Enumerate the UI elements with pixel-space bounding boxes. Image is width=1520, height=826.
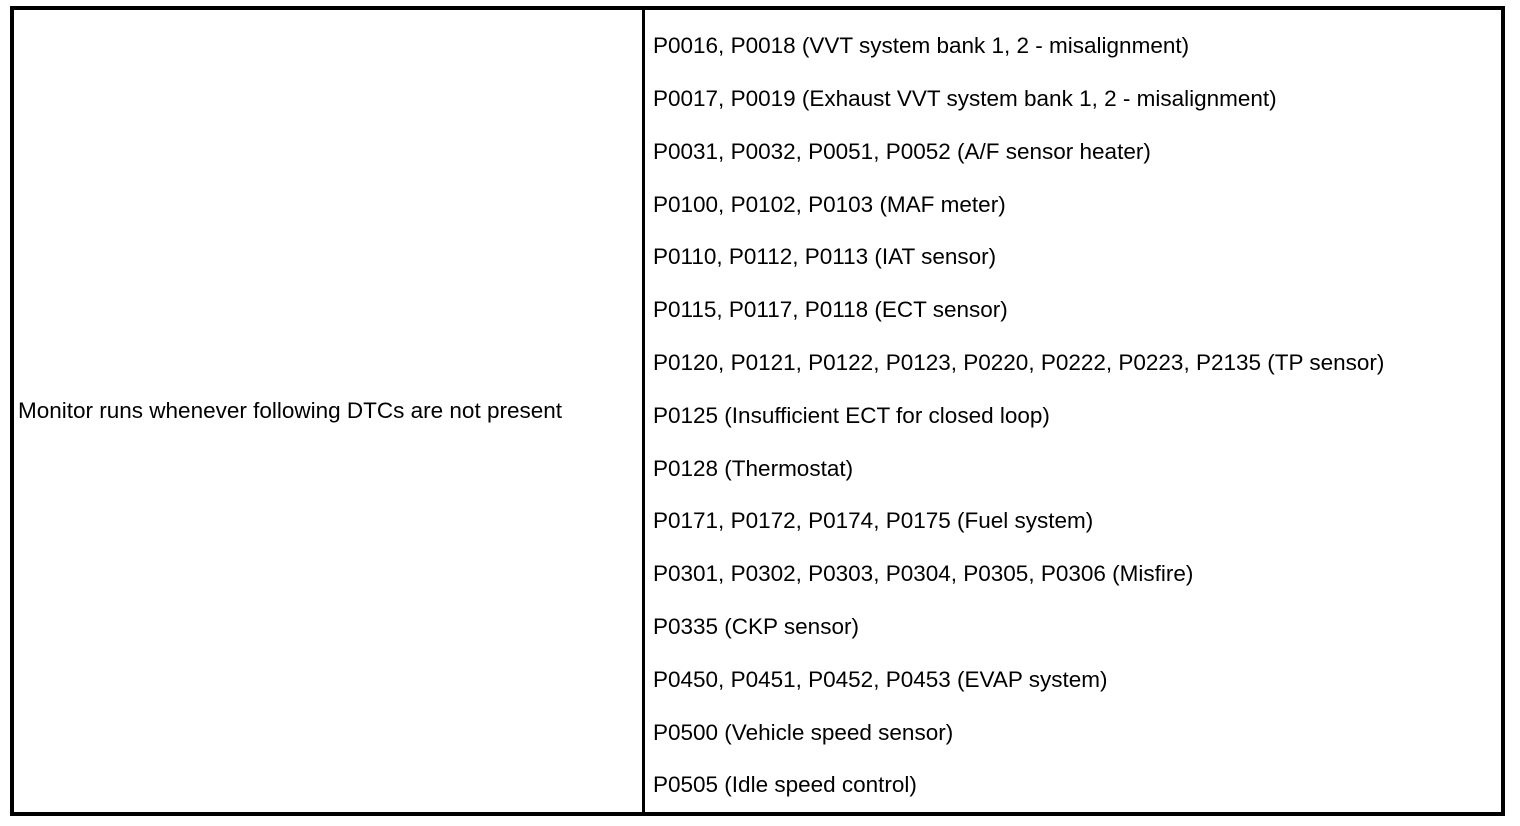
dtc-line-text: P0031, P0032, P0051, P0052 (A/F sensor h…: [653, 138, 1151, 164]
table-row: P0110, P0112, P0113 (IAT sensor): [653, 231, 1501, 284]
dtc-line-text: P0125 (Insufficient ECT for closed loop): [653, 402, 1050, 428]
dtc-line-text: P0171, P0172, P0174, P0175 (Fuel system): [653, 508, 1094, 534]
table-row: P0115, P0117, P0118 (ECT sensor): [653, 284, 1501, 337]
dtc-line-text: P0505 (Idle speed control): [653, 772, 917, 798]
table-cell-condition: Monitor runs whenever following DTCs are…: [14, 10, 645, 812]
dtc-line-text: P0100, P0102, P0103 (MAF meter): [653, 191, 1006, 217]
table-row: P0125 (Insufficient ECT for closed loop): [653, 390, 1501, 443]
table-row: P0031, P0032, P0051, P0052 (A/F sensor h…: [653, 126, 1501, 179]
table-row: P0450, P0451, P0452, P0453 (EVAP system): [653, 654, 1501, 707]
table-row: P0500 (Vehicle speed sensor): [653, 706, 1501, 759]
table-row: P0335 (CKP sensor): [653, 601, 1501, 654]
dtc-line-text: P0500 (Vehicle speed sensor): [653, 719, 954, 745]
table-row: P0505 (Idle speed control): [653, 759, 1501, 812]
dtc-condition-table: Monitor runs whenever following DTCs are…: [10, 6, 1505, 816]
dtc-line-text: P0450, P0451, P0452, P0453 (EVAP system): [653, 666, 1108, 692]
table-row: P0120, P0121, P0122, P0123, P0220, P0222…: [653, 337, 1501, 390]
dtc-line-text: P0115, P0117, P0118 (ECT sensor): [653, 297, 1008, 323]
table-row: P0017, P0019 (Exhaust VVT system bank 1,…: [653, 73, 1501, 126]
dtc-line-text: P0017, P0019 (Exhaust VVT system bank 1,…: [653, 85, 1277, 111]
condition-label: Monitor runs whenever following DTCs are…: [18, 398, 562, 423]
dtc-line-text: P0128 (Thermostat): [653, 455, 854, 481]
table-row: P0128 (Thermostat): [653, 442, 1501, 495]
dtc-line-text: P0335 (CKP sensor): [653, 613, 859, 639]
table-row: P0301, P0302, P0303, P0304, P0305, P0306…: [653, 548, 1501, 601]
table-row: P0016, P0018 (VVT system bank 1, 2 - mis…: [653, 20, 1501, 73]
dtc-line-text: P0110, P0112, P0113 (IAT sensor): [653, 244, 997, 270]
table-row: P0100, P0102, P0103 (MAF meter): [653, 178, 1501, 231]
dtc-line-text: P0120, P0121, P0122, P0123, P0220, P0222…: [653, 349, 1385, 375]
table-row: P0171, P0172, P0174, P0175 (Fuel system): [653, 495, 1501, 548]
table-cell-dtc-list: P0016, P0018 (VVT system bank 1, 2 - mis…: [645, 10, 1501, 812]
dtc-line-text: P0301, P0302, P0303, P0304, P0305, P0306…: [653, 561, 1194, 587]
dtc-line-text: P0016, P0018 (VVT system bank 1, 2 - mis…: [653, 33, 1190, 59]
